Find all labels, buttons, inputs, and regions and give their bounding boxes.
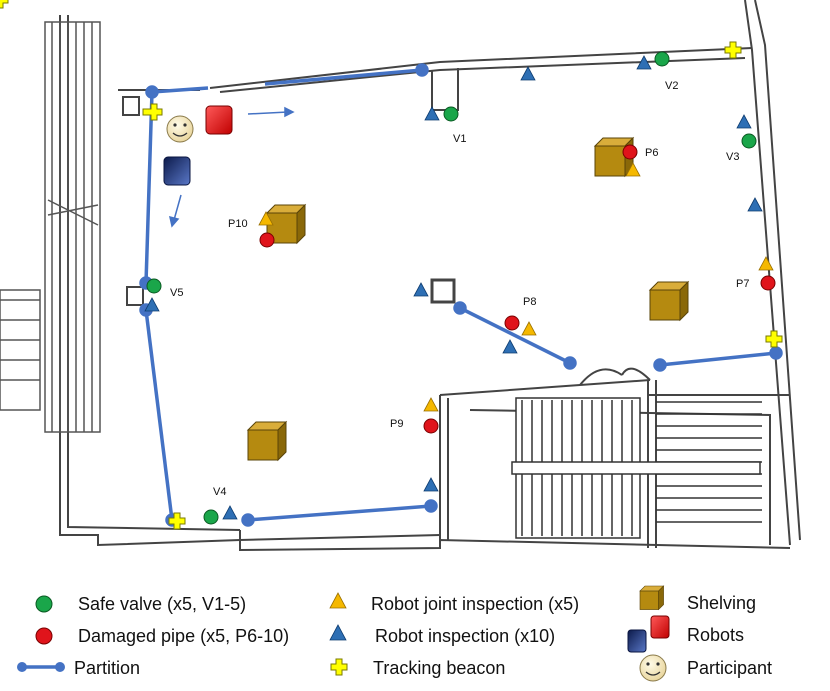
legend: Safe valve (x5, V1-5) Damaged pipe (x5, … xyxy=(17,585,772,682)
participant-icon xyxy=(166,115,194,143)
safe-valves xyxy=(146,51,757,525)
shelving-unit xyxy=(649,281,689,321)
shutter xyxy=(0,21,101,433)
robot-joint-points xyxy=(258,162,774,412)
label-p7: P7 xyxy=(736,278,749,290)
tracking-beacons xyxy=(0,0,783,530)
valve-v5 xyxy=(146,278,162,294)
label-v5: V5 xyxy=(170,287,183,299)
valve-v2 xyxy=(654,51,670,67)
pipe-p9 xyxy=(423,418,439,434)
shelving-unit xyxy=(247,421,287,461)
label-v4: V4 xyxy=(213,486,226,498)
legend-partition: Partition xyxy=(74,658,140,678)
valve-v3 xyxy=(741,133,757,149)
legend-robot-inspection: Robot inspection (x10) xyxy=(375,626,555,646)
legend-tracking-beacon: Tracking beacon xyxy=(373,658,505,678)
label-p6: P6 xyxy=(645,147,658,159)
legend-valve-icon xyxy=(35,595,53,613)
legend-robot-blue-icon xyxy=(627,629,647,653)
legend-inspection-icon xyxy=(329,624,347,641)
label-v2: V2 xyxy=(665,80,678,92)
valve-v1 xyxy=(443,106,459,122)
robot-blue-icon xyxy=(163,156,191,186)
legend-damaged-pipe: Damaged pipe (x5, P6-10) xyxy=(78,626,289,646)
legend-participant-icon xyxy=(639,654,667,682)
legend-participant: Participant xyxy=(687,658,772,678)
label-p8: P8 xyxy=(523,296,536,308)
robot-inspection-points xyxy=(144,55,763,520)
robot-motion-arrows xyxy=(169,106,295,228)
partitions xyxy=(139,63,783,527)
label-p9: P9 xyxy=(390,418,403,430)
legend-shelving-icon xyxy=(639,585,664,610)
legend-shelving: Shelving xyxy=(687,593,756,613)
valve-v4 xyxy=(203,509,219,525)
pipe-p7 xyxy=(760,275,776,291)
stairs xyxy=(511,397,762,539)
map-labels: V1 V2 V3 V4 V5 P6 P7 P8 P9 P10 xyxy=(170,80,749,498)
legend-robots: Robots xyxy=(687,625,744,645)
legend-pipe-icon xyxy=(35,627,53,645)
legend-robot-red-icon xyxy=(650,615,670,639)
label-p10: P10 xyxy=(228,218,248,230)
pipe-p8 xyxy=(504,315,520,331)
label-v3: V3 xyxy=(726,151,739,163)
legend-partition-icon xyxy=(17,662,65,672)
legend-joint-icon xyxy=(329,592,347,609)
pipe-p10 xyxy=(259,232,275,248)
legend-safe-valve: Safe valve (x5, V1-5) xyxy=(78,594,246,614)
legend-beacon-icon xyxy=(330,658,348,676)
robot-red-icon xyxy=(205,105,233,135)
pipe-p6 xyxy=(622,144,638,160)
label-v1: V1 xyxy=(453,133,466,145)
legend-robot-joint: Robot joint inspection (x5) xyxy=(371,594,579,614)
damaged-pipes xyxy=(259,144,776,434)
building-walls xyxy=(59,0,801,552)
